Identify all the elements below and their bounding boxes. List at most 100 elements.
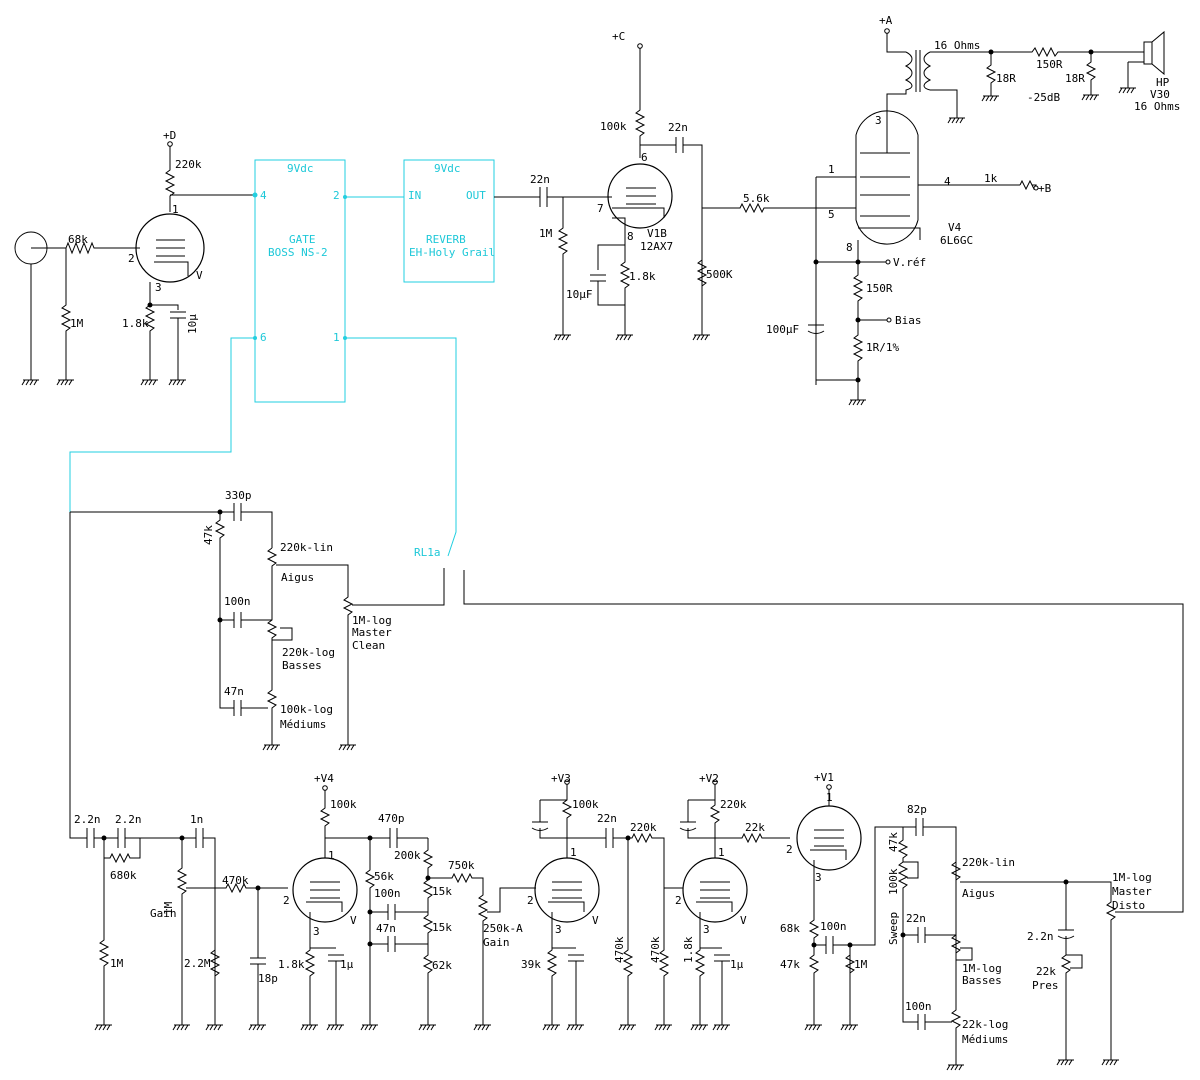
label-v3-r100k: 100k (572, 798, 599, 811)
label-vref: V.réf (893, 256, 926, 269)
label-c100uf: 100µF (766, 323, 799, 336)
label-plus-v1: +V1 (814, 771, 834, 784)
label-r1m: 1M (110, 957, 124, 970)
label-v1b-r500k: 500K (706, 268, 733, 281)
label-r470k-a: 470k (613, 936, 626, 963)
label-150r: 150R (1036, 58, 1063, 71)
label-c1u-v2: 1µ (730, 958, 744, 971)
label-sweep: Sweep (887, 912, 900, 945)
label-r18k: 1.8k (122, 317, 149, 330)
input-tube-icon (135, 213, 205, 283)
gate-model: BOSS NS-2 (268, 246, 328, 259)
label-c10u: 10µ (186, 314, 199, 334)
v1b-tube-icon (607, 163, 673, 229)
label-r200k: 200k (394, 849, 421, 862)
label-plus-d: +D (163, 129, 176, 142)
label-r15k-b: 15k (432, 921, 452, 934)
label-basses: Basses (282, 659, 322, 672)
label-c100n: 100n (224, 595, 251, 608)
gate-pin2: 2 (333, 189, 340, 202)
gate-supply: 9Vdc (287, 162, 314, 175)
pin-2-dv4: 2 (283, 894, 290, 907)
label-r750k: 750k (448, 859, 475, 872)
label-r680k: 680k (110, 869, 137, 882)
pin-4-v4: 4 (944, 175, 951, 188)
label-v4-r100k: 100k (330, 798, 357, 811)
disto-tone-stack (897, 827, 1120, 1071)
pin-2-dv2: 2 (675, 894, 682, 907)
label-r22m: 2.2M (184, 957, 211, 970)
label-r22k-pres: 22k (1036, 965, 1056, 978)
tube-dv2: V (740, 914, 747, 927)
label-master: Master (352, 626, 392, 639)
label-v1b-r1m: 1M (539, 227, 553, 240)
pin-1-dv4: 1 (328, 849, 335, 862)
power-stage (702, 28, 1165, 406)
disto-channel (69, 512, 957, 1031)
tube-dv4: V (350, 914, 357, 927)
pin-2-dv1: 2 (786, 843, 793, 856)
label-r56k: 5.6k (743, 192, 770, 205)
tube-v1b: V1B (647, 227, 667, 240)
label-v1b-c22n-out: 22n (668, 121, 688, 134)
pin-1: 1 (172, 203, 179, 216)
label-c1u-v4: 1µ (340, 958, 354, 971)
label-v1b-c10uf: 10µF (566, 288, 593, 301)
label-dt-aigus-pot: 220k-lin (962, 856, 1015, 869)
label-v1b-r100k: 100k (600, 120, 627, 133)
pin-3-dv3: 3 (555, 923, 562, 936)
label-c100n-v1: 100n (820, 920, 847, 933)
label-basses-pot: 220k-log (282, 646, 335, 659)
label-gain2: Gain (483, 936, 510, 949)
label-dt-master: Master (1112, 885, 1152, 898)
label-c22n: 22n (597, 812, 617, 825)
relay-label: RL1a (414, 546, 441, 559)
label-r47k: 47k (202, 525, 215, 545)
reverb-model: EH-Holy Grail (409, 246, 495, 259)
label-dt-medium-pot: 22k-log (962, 1018, 1008, 1031)
speaker-icon (1143, 41, 1153, 65)
label-r62k: 62k (432, 959, 452, 972)
label-dt-master-pot: 1M-log (1112, 871, 1152, 884)
pin-1-dv3: 1 (570, 846, 577, 859)
label-r150: 150R (866, 282, 893, 295)
label-dt-aigus: Aigus (962, 887, 995, 900)
pin-1-dv2: 1 (718, 846, 725, 859)
pin-3-dv4: 3 (313, 925, 320, 938)
pin-3-dv1: 3 (815, 871, 822, 884)
label-clean: Clean (352, 639, 385, 652)
tube-v4: V4 (948, 221, 962, 234)
label-plus-a: +A (879, 14, 893, 27)
label-dt-mediums: Médiums (962, 1033, 1008, 1046)
reverb-out: OUT (466, 189, 486, 202)
label-c18p: 18p (258, 972, 278, 985)
label-gain: Gain (150, 907, 177, 920)
label-r47k: 47k (780, 958, 800, 971)
label-r47k-sweep: 47k (887, 832, 900, 852)
label-r1m: 1M (70, 317, 84, 330)
label-dt-basses-pot: 1M-log (962, 962, 1002, 975)
pin-7-v1b: 7 (597, 202, 604, 215)
label-db: -25dB (1027, 91, 1060, 104)
tube-v-label: V (196, 269, 203, 282)
power-tube-icon (855, 110, 919, 245)
label-c1n: 1n (190, 813, 203, 826)
label-c100n: 100n (374, 887, 401, 900)
label-c47n: 47n (376, 922, 396, 935)
pin-3-v4: 3 (875, 114, 882, 127)
tube-dv3: V (592, 914, 599, 927)
gate-pin1: 1 (333, 331, 340, 344)
pin-3-dv2: 3 (703, 923, 710, 936)
label-plus-v3: +V3 (551, 772, 571, 785)
label-c330p: 330p (225, 489, 252, 502)
label-dt-disto: Disto (1112, 899, 1145, 912)
label-18r-b: 18R (1065, 72, 1085, 85)
label-16-ohms: 16 Ohms (934, 39, 980, 52)
label-plus-c: +C (612, 30, 625, 43)
label-medium-pot: 100k-log (280, 703, 333, 716)
pin-1-dv1: 1 (826, 791, 833, 804)
gate-pin6: 6 (260, 331, 267, 344)
pin-6-v1b: 6 (641, 151, 648, 164)
